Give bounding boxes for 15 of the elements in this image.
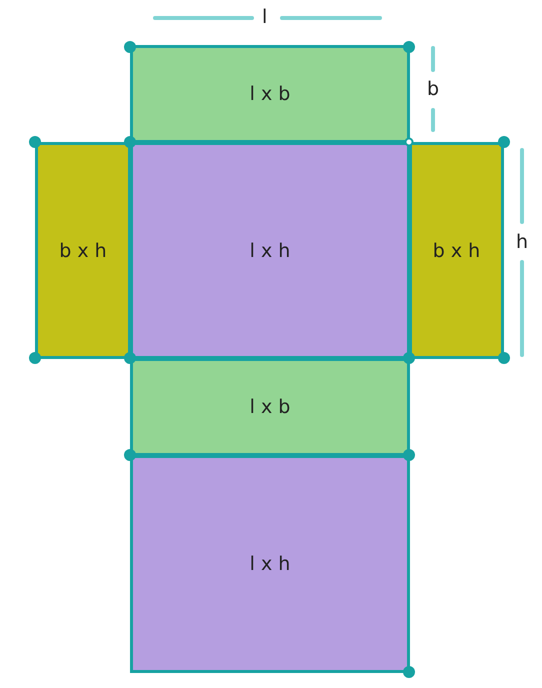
area-label: l x b (250, 396, 290, 418)
face-rectangle (130, 142, 410, 359)
dimension-label: h (516, 233, 528, 252)
face-rectangle (130, 358, 410, 456)
area-label: b x h (59, 240, 107, 262)
face-rectangle (35, 142, 131, 359)
dimension-label: b (427, 80, 440, 99)
area-label: l x h (250, 240, 290, 262)
area-label: l x h (250, 553, 290, 575)
face-rectangle (409, 142, 504, 359)
dimension-label: l (262, 8, 268, 27)
area-label: l x b (250, 83, 290, 105)
face-rectangle (130, 45, 410, 143)
area-label: b x h (432, 240, 480, 262)
face-rectangle (130, 455, 410, 673)
